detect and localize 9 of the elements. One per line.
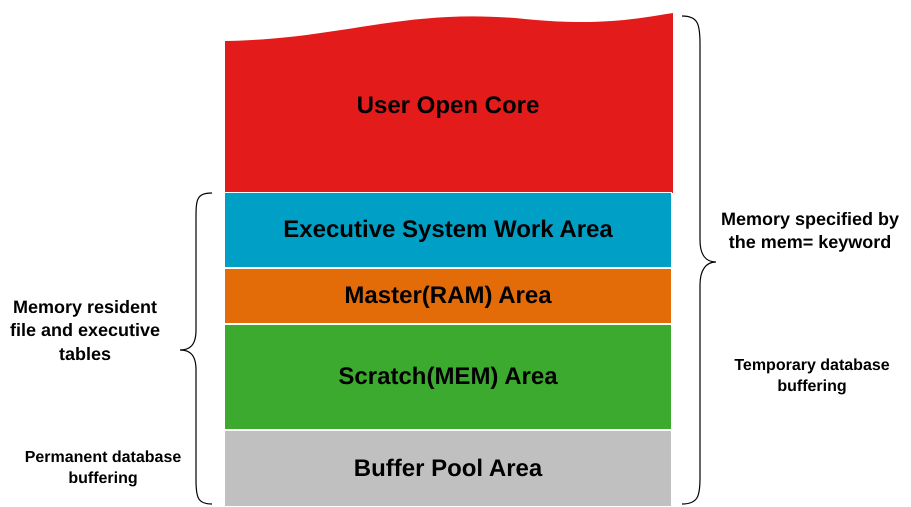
annotation-text: Permanent database buffering [24, 448, 182, 489]
memory-area-band: Executive System Work Area [224, 192, 672, 268]
annotation-text: Memory specified by the mem= keyword [720, 208, 900, 254]
memory-area-band: Master(RAM) Area [224, 268, 672, 324]
memory-area-band: Buffer Pool Area [224, 430, 672, 507]
annotation-text: Memory resident file and executive tables [8, 296, 162, 366]
memory-area-band: User Open Core [224, 12, 672, 192]
annotation-text: Temporary database buffering [733, 356, 891, 397]
memory-area-band: Scratch(MEM) Area [224, 324, 672, 430]
